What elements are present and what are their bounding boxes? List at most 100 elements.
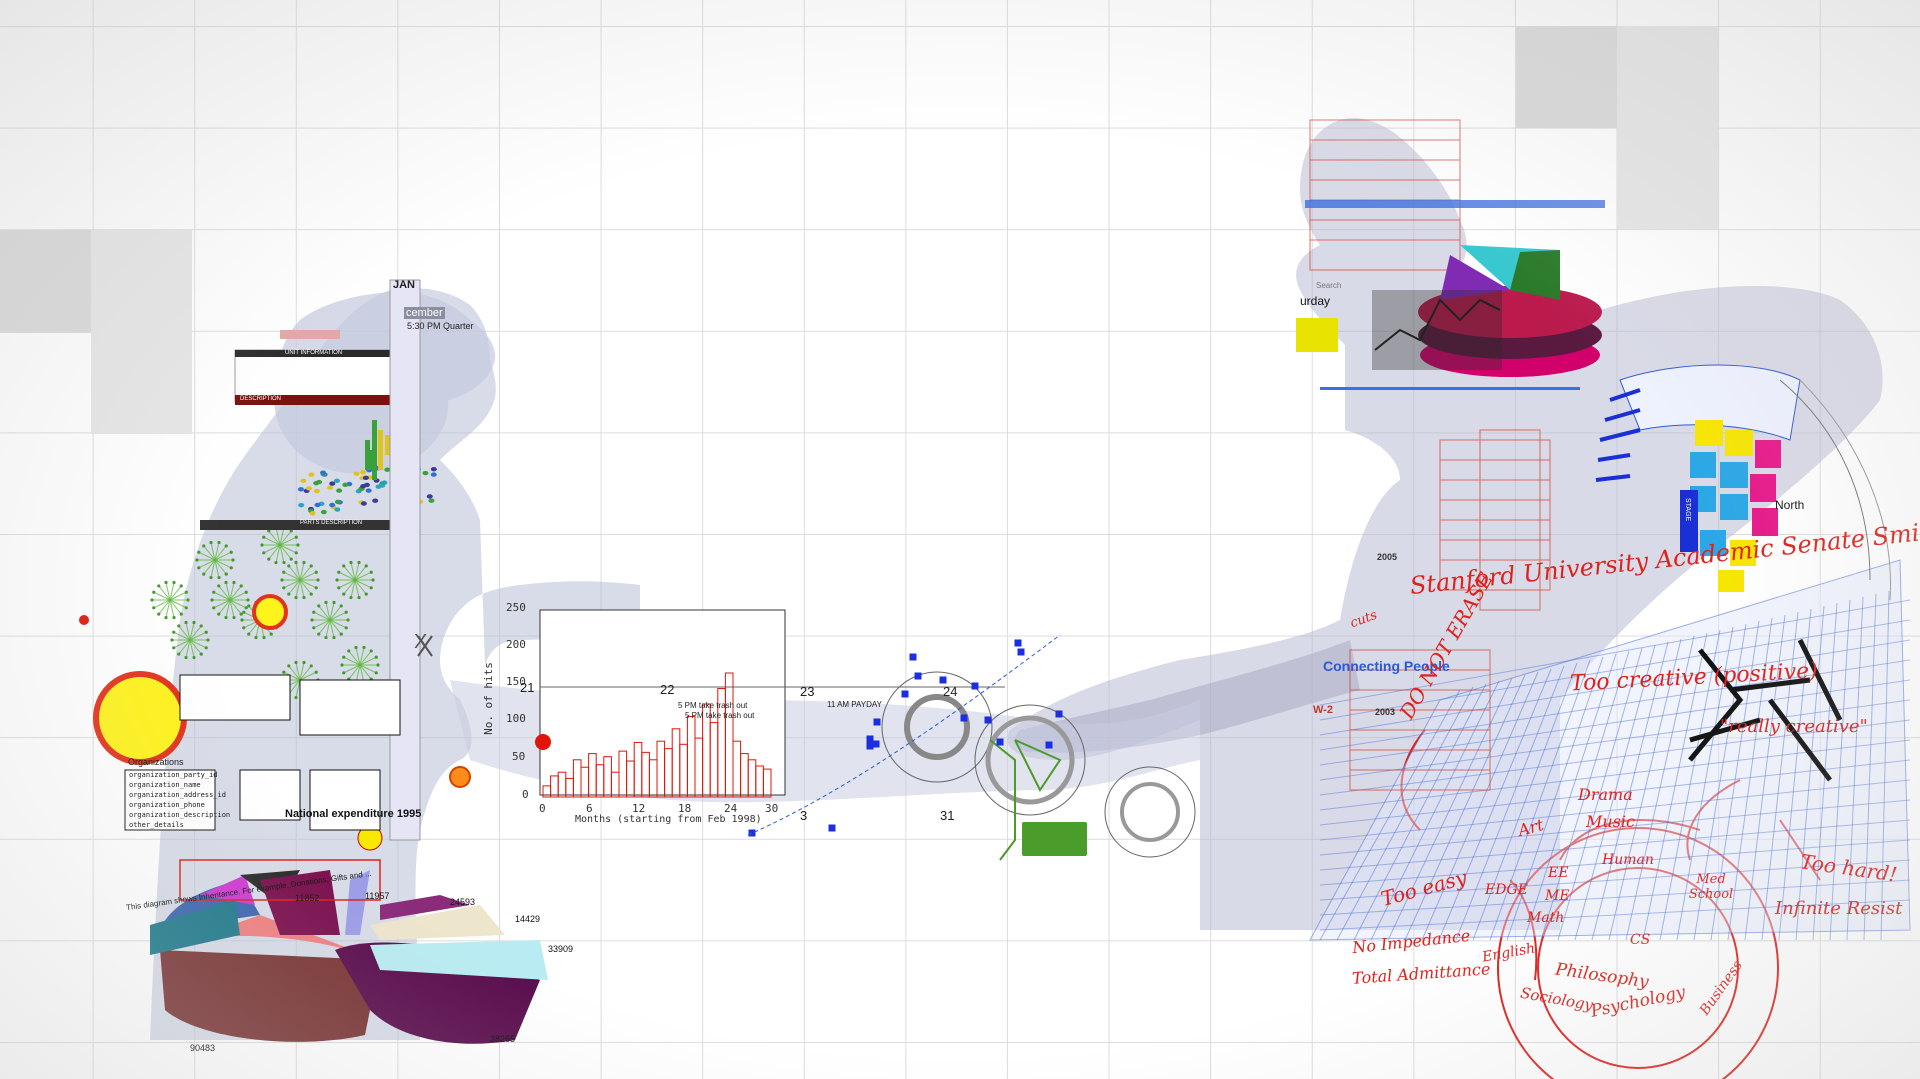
network-node — [287, 592, 291, 596]
network-node — [217, 612, 221, 616]
scatter-point — [971, 682, 979, 690]
hatch-line — [1506, 656, 1604, 941]
network-node — [289, 529, 293, 533]
network-edge — [299, 565, 312, 581]
bar-cap — [334, 499, 341, 505]
network-node — [224, 615, 228, 620]
network-edge — [169, 582, 175, 601]
network-edge — [225, 599, 231, 618]
calendar-day: 3 — [800, 808, 808, 823]
network-node — [335, 578, 339, 582]
scatter-point — [914, 672, 922, 680]
network-node — [239, 612, 243, 616]
network-edge — [229, 599, 242, 615]
network-edge — [198, 551, 216, 561]
network-node — [344, 626, 348, 630]
network-node — [152, 606, 156, 610]
network-edge — [329, 619, 335, 638]
blue-band-lower — [1320, 387, 1580, 390]
blue-band — [1305, 200, 1605, 208]
hits-y-tick: 250 — [506, 601, 526, 614]
bar-cap — [320, 470, 327, 475]
hits-x-tick: 0 — [539, 802, 546, 815]
network-node — [282, 586, 286, 590]
network-node — [314, 570, 318, 574]
form-label: PARTS DESCRIPTION — [300, 520, 363, 526]
3d-bar — [385, 435, 390, 455]
network-node — [157, 584, 161, 588]
network-node — [206, 638, 210, 642]
network-edge — [359, 650, 372, 666]
network-node — [197, 566, 201, 570]
network-node — [172, 646, 176, 650]
network-node — [354, 645, 358, 650]
network-edge — [275, 527, 281, 546]
er-attribute: organization_name — [129, 781, 201, 789]
network-node — [152, 590, 156, 594]
red-dot — [79, 615, 89, 625]
handwriting-subject: Music — [1586, 812, 1635, 831]
scatter-point — [1017, 648, 1025, 656]
network-edge — [329, 605, 342, 621]
blue-hatch-lines — [1319, 590, 1911, 941]
network-node — [217, 575, 221, 580]
network-edge — [169, 599, 182, 615]
left-form-panels — [200, 279, 421, 841]
hatch-line — [1319, 759, 1911, 826]
network-edge — [198, 559, 216, 569]
hatch-line — [1744, 614, 1786, 941]
network-edge — [283, 671, 301, 681]
network-edge — [329, 619, 342, 635]
network-node — [172, 630, 176, 634]
network-edge — [288, 665, 301, 681]
network-node — [337, 586, 341, 590]
network-edge — [354, 579, 360, 598]
hatch-line — [1659, 629, 1721, 941]
scatter-point — [996, 738, 1004, 746]
network-edge — [359, 656, 377, 666]
network-node — [349, 560, 353, 565]
network-node — [246, 598, 250, 602]
network-edge — [189, 639, 207, 649]
bar-cap — [329, 502, 336, 508]
calendar-event: 5 PM take trash out — [678, 701, 748, 710]
bar-cap — [363, 482, 370, 488]
network-node — [229, 550, 233, 554]
network-node — [262, 535, 266, 539]
bar-cap — [428, 498, 435, 503]
calendar-event: 5:30 PM Quarter — [407, 321, 474, 331]
bar-cap — [320, 509, 327, 515]
network-edge — [279, 527, 285, 546]
day-label: urday — [1300, 294, 1331, 308]
network-edge — [185, 639, 191, 658]
network-edge — [229, 599, 235, 618]
network-node — [199, 652, 203, 656]
network-node — [302, 660, 306, 665]
network-edge — [214, 551, 232, 561]
pie-value: 11957 — [365, 891, 390, 901]
network-node — [217, 540, 221, 545]
network-edge — [359, 647, 365, 666]
network-node — [242, 610, 246, 614]
network-node — [164, 615, 168, 620]
network-node — [369, 649, 373, 653]
bar-cap — [384, 467, 391, 472]
network-edge — [158, 585, 171, 601]
network-node — [339, 604, 343, 608]
network-node — [254, 635, 258, 640]
network-edge — [299, 571, 317, 581]
network-node — [242, 626, 246, 630]
network-node — [342, 671, 346, 675]
network-edge — [348, 650, 361, 666]
network-edge — [229, 582, 235, 601]
hits-y-tick: 50 — [512, 750, 526, 763]
network-node — [294, 551, 298, 555]
network-edge — [213, 599, 231, 609]
network-node — [164, 580, 168, 585]
hatch-line — [1319, 659, 1911, 751]
hatch-line — [1761, 611, 1799, 941]
network-edge — [283, 571, 301, 581]
network-node — [262, 635, 266, 640]
network-node — [247, 632, 251, 636]
hits-xlabel: Months (starting from Feb 1998) — [575, 814, 762, 825]
